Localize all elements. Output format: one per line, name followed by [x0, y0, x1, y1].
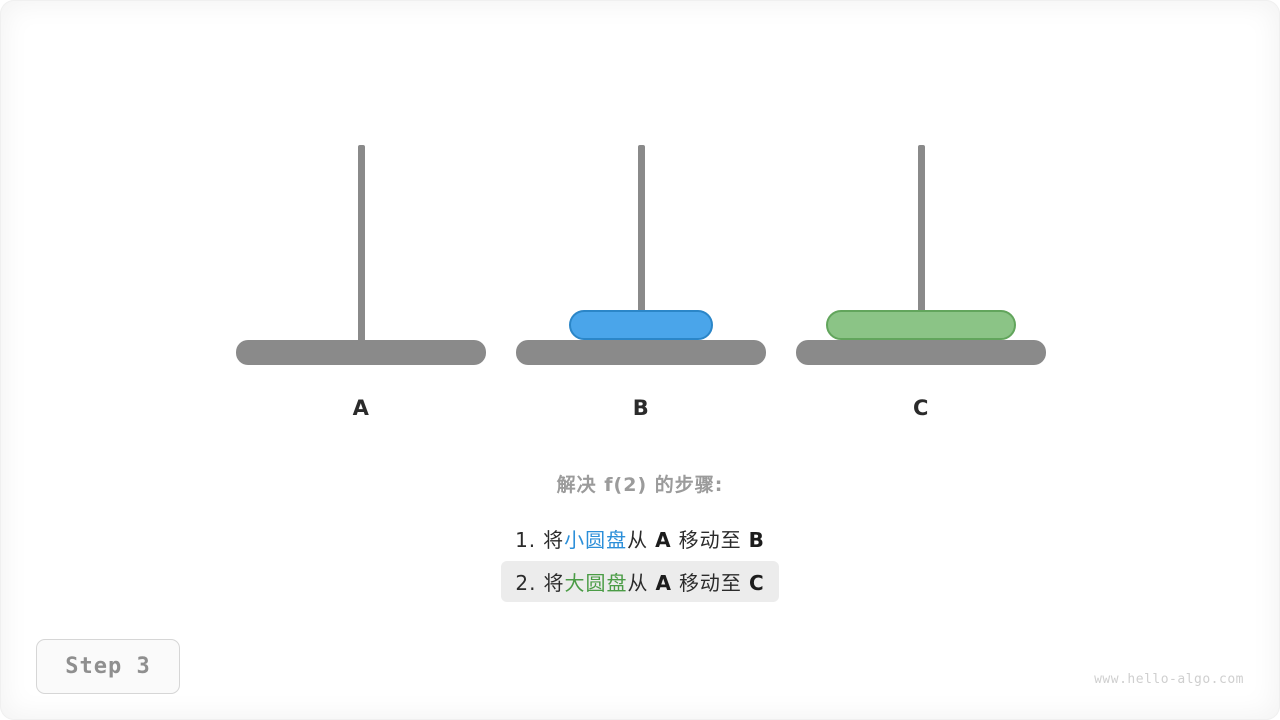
step-from-word-2: 从: [627, 571, 649, 595]
rod-a: [357, 145, 365, 358]
step-disk-2: 大圆盘: [564, 571, 628, 595]
step-verb-2: 将: [543, 571, 565, 595]
base-c: [796, 340, 1046, 365]
step-badge-label: Step 3: [65, 654, 151, 679]
step-to-word-2: 移动至: [678, 571, 742, 595]
base-b: [516, 340, 766, 365]
tower-b: B: [516, 0, 766, 430]
step-disk-1: 小圆盘: [564, 528, 628, 552]
tower-c: C: [796, 0, 1046, 430]
step-to-word-1: 移动至: [678, 528, 742, 552]
base-a: [236, 340, 486, 365]
step-verb-1: 将: [543, 528, 565, 552]
step-to-peg-1: B: [748, 528, 765, 552]
caption-title: 解决 f(2) 的步骤:: [556, 474, 724, 496]
rod-c: [917, 145, 925, 358]
step-number-2: 2.: [515, 571, 537, 595]
step-to-peg-2: C: [748, 571, 765, 595]
tower-label-b: B: [632, 396, 650, 420]
step-from-peg-2: A: [655, 571, 672, 595]
disk-large: [826, 310, 1016, 340]
step-badge: Step 3: [36, 639, 180, 694]
tower-label-a: A: [352, 396, 370, 420]
step-number-1: 1.: [515, 528, 537, 552]
watermark: www.hello-algo.com: [1094, 672, 1244, 687]
tower-a: A: [236, 0, 486, 430]
step-from-word-1: 从: [627, 528, 649, 552]
rod-b: [637, 145, 645, 358]
disk-small: [569, 310, 713, 340]
tower-label-c: C: [913, 396, 929, 420]
step-from-peg-1: A: [655, 528, 672, 552]
